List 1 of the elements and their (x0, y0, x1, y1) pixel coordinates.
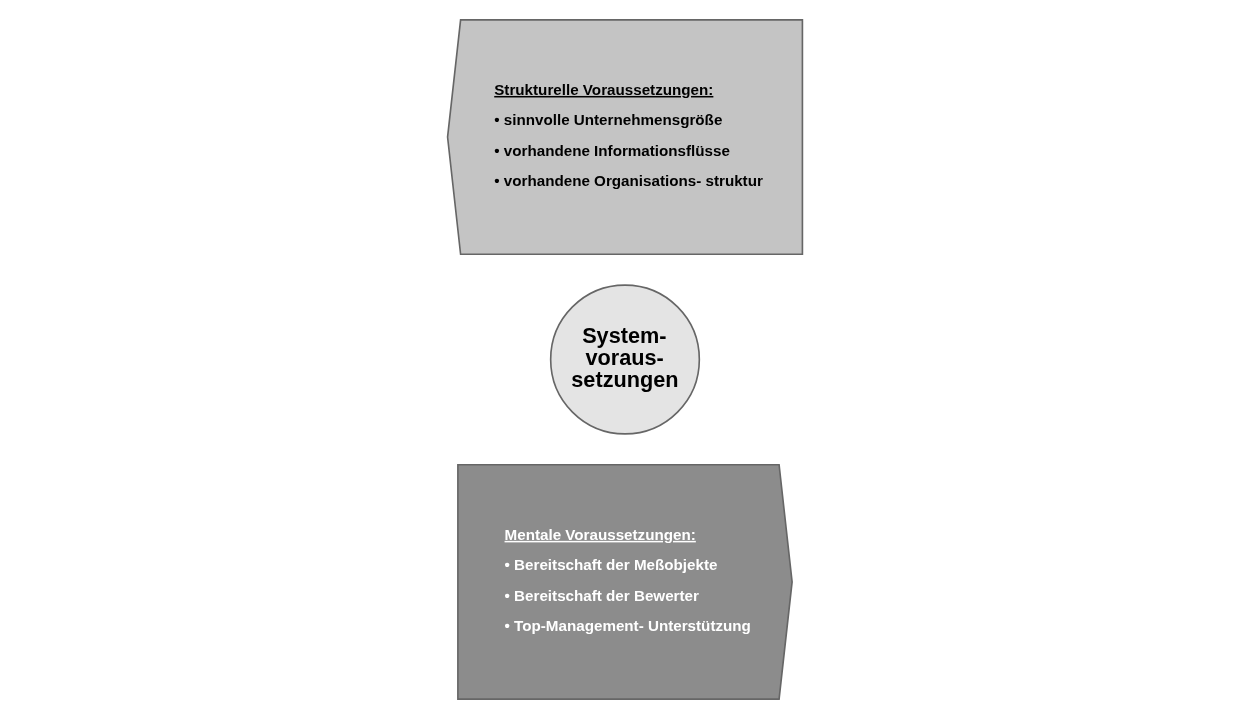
node-circle: System- voraus- setzungen (549, 283, 700, 435)
